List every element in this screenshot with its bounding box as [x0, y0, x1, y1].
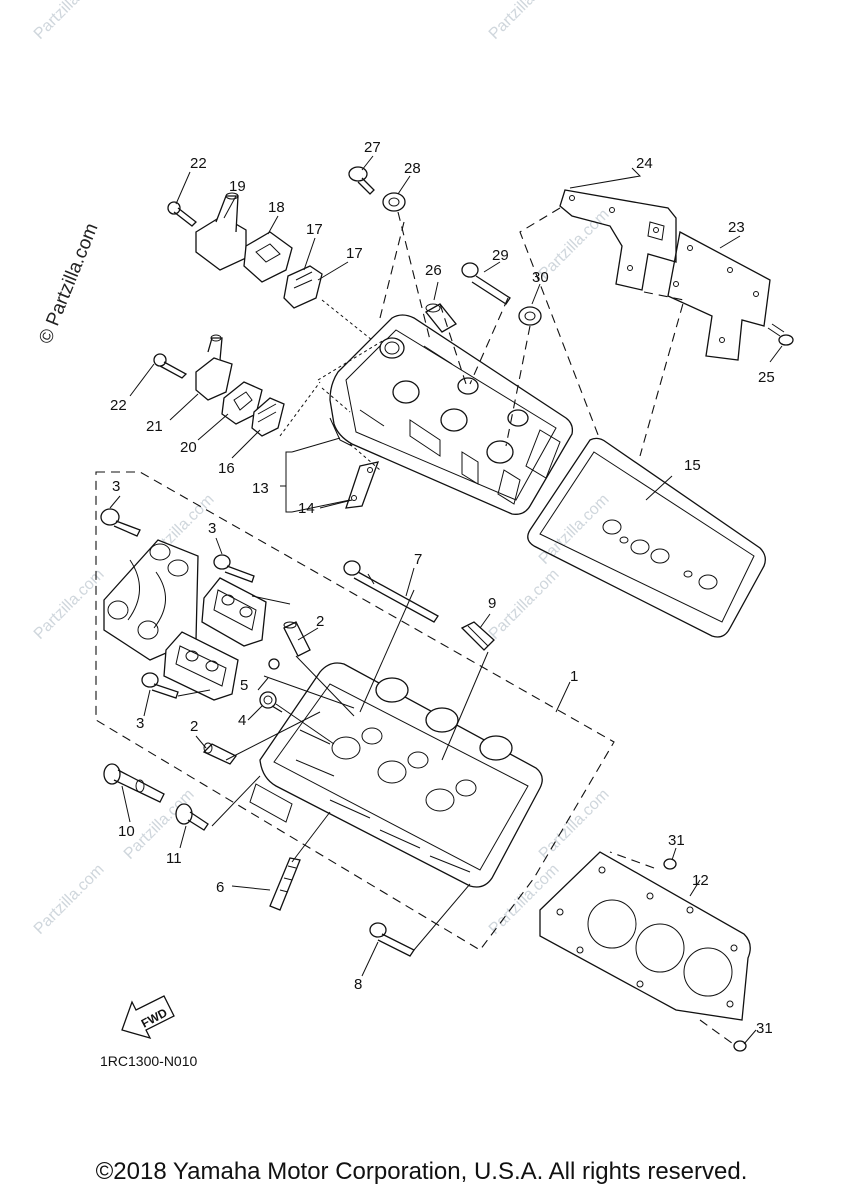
- part-label-25: 25: [758, 369, 775, 386]
- part-label-21: 21: [146, 418, 163, 435]
- watermark-text: Partzilla.com: [486, 566, 563, 643]
- part-label-20: 20: [180, 439, 197, 456]
- watermark-text: Partzilla.com: [536, 786, 613, 863]
- reed-cover-21: [195, 334, 233, 401]
- part-label-12: 12: [692, 872, 709, 889]
- bolt-22-top: [167, 201, 197, 227]
- partzilla-watermark: © Partzilla.com: [35, 220, 102, 347]
- part-label-31: 31: [668, 832, 685, 849]
- plate-24: [559, 189, 677, 291]
- dowel-31-upper: [663, 858, 677, 870]
- leader-lines: [109, 155, 783, 1047]
- part-label-28: 28: [404, 160, 421, 177]
- stud-6: [269, 857, 301, 911]
- part-label-3: 3: [136, 715, 144, 732]
- part-label-6: 6: [216, 879, 224, 896]
- part-label-3: 3: [112, 478, 120, 495]
- gasket-18: [243, 231, 293, 283]
- part-label-7: 7: [414, 551, 422, 568]
- part-label-9: 9: [488, 595, 496, 612]
- part-label-2: 2: [316, 613, 324, 630]
- diagram-code: 1RC1300-N010: [100, 1053, 197, 1069]
- part-label-15: 15: [684, 457, 701, 474]
- dowel-31-lower: [733, 1040, 747, 1052]
- watermark-text: Partzilla.com: [486, 0, 563, 43]
- part-label-19: 19: [229, 178, 246, 195]
- bracket-14: [345, 461, 380, 509]
- bolt-3-upper: [100, 508, 141, 537]
- bolt-3-middle: [213, 554, 255, 583]
- reed-valve-16: [251, 397, 285, 437]
- part-label-11: 11: [166, 850, 182, 867]
- dowel-26: [425, 303, 457, 333]
- part-label-8: 8: [354, 976, 362, 993]
- cover-gasket: [527, 437, 766, 638]
- bolt-3-lower: [141, 672, 179, 699]
- bolt-7: [343, 560, 439, 623]
- fwd-arrow-icon: FWD: [121, 995, 175, 1040]
- part-label-14: 14: [298, 500, 315, 517]
- bolt-29: [461, 262, 511, 305]
- grommet-30: [518, 306, 542, 326]
- cylinder-head: [249, 662, 543, 888]
- bolt-22-lower: [153, 353, 188, 379]
- grommet-28: [382, 192, 406, 212]
- part-label-2: 2: [190, 718, 198, 735]
- part-label-31: 31: [756, 1020, 773, 1037]
- bolt-27: [348, 166, 375, 195]
- bolt-8: [369, 922, 415, 957]
- part-label-29: 29: [492, 247, 509, 264]
- part-label-30: 30: [532, 269, 549, 286]
- camshaft-cap-lower: [163, 631, 239, 701]
- part-label-10: 10: [118, 823, 135, 840]
- dowel-2-lower: [202, 742, 237, 765]
- part-label-13: 13: [252, 480, 269, 497]
- cylinder-head-cover: [329, 314, 574, 515]
- dowel-2-upper: [283, 621, 311, 657]
- part-label-17: 17: [346, 245, 363, 262]
- part-label-18: 18: [268, 199, 285, 216]
- bolt-25: [767, 323, 794, 346]
- part-label-27: 27: [364, 139, 381, 156]
- reed-valve-17: [283, 265, 323, 309]
- watermark-text: Partzilla.com: [536, 491, 613, 568]
- plug-4: [259, 691, 283, 713]
- part-label-16: 16: [218, 460, 235, 477]
- part-label-1: 1: [570, 668, 578, 685]
- plug-9: [460, 621, 495, 651]
- part-label-22: 22: [190, 155, 207, 172]
- part-label-4: 4: [238, 712, 246, 729]
- watermark-text: Partzilla.com: [31, 0, 108, 43]
- copyright-notice: ©2018 Yamaha Motor Corporation, U.S.A. A…: [95, 1158, 748, 1185]
- part-labels: 22 19 18 17 17 27 28 24 23 29 26 30 25 2…: [110, 139, 775, 1037]
- part-label-17: 17: [306, 221, 323, 238]
- watermark-text: Partzilla.com: [31, 861, 108, 938]
- head-gasket-12: [539, 851, 751, 1021]
- part-label-22: 22: [110, 397, 127, 414]
- fitting-11: [175, 803, 209, 831]
- camshaft-cap-middle: [201, 577, 267, 647]
- part-label-5: 5: [240, 677, 248, 694]
- part-label-26: 26: [425, 262, 442, 279]
- plug-5: [268, 658, 280, 670]
- part-label-23: 23: [728, 219, 745, 236]
- part-label-24: 24: [636, 155, 653, 172]
- plate-23: [667, 231, 771, 361]
- part-label-3: 3: [208, 520, 216, 537]
- reed-cover-19: [195, 192, 247, 271]
- fitting-10: [103, 763, 165, 803]
